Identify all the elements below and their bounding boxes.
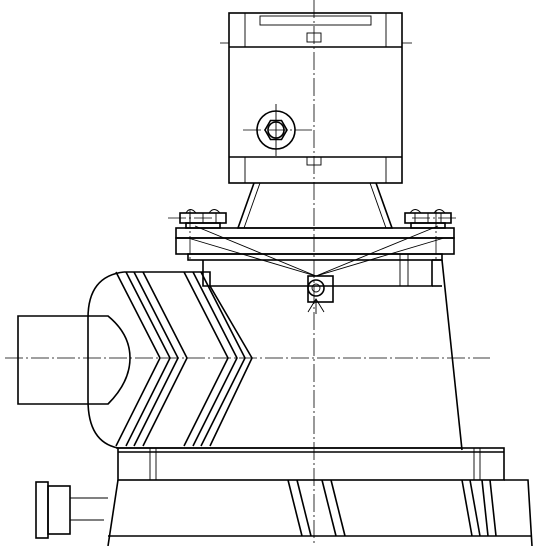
neck-flange	[236, 182, 394, 229]
hex-bolt	[404, 209, 452, 229]
lifting-eye-bolt	[256, 104, 296, 156]
hex-bolt	[179, 209, 227, 229]
inlet-pipe	[17, 315, 131, 405]
clamp-ring	[175, 225, 455, 277]
base-foot	[35, 479, 533, 546]
top-housing	[220, 12, 412, 184]
base-plate	[117, 447, 505, 481]
tapered-body	[202, 254, 463, 451]
corrugated-bellows	[87, 271, 462, 449]
centerlines	[5, 0, 490, 546]
weld-symbol-mark	[307, 275, 334, 314]
